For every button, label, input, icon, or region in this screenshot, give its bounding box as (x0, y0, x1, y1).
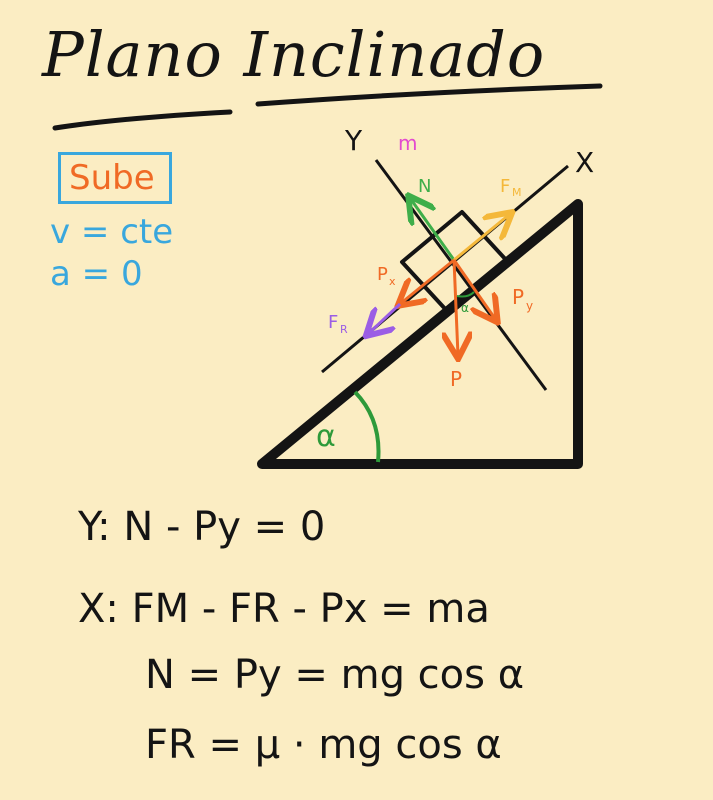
sube-box: Sube (58, 152, 172, 204)
base-angle-arc (353, 390, 381, 463)
weight-label: P (450, 367, 462, 391)
direction-label: Sube (69, 158, 155, 198)
friction-force-label: F (328, 312, 338, 333)
y-axis-label: Y (344, 124, 363, 157)
base-angle-label: α (316, 419, 336, 454)
normal-force-label: N (418, 176, 431, 197)
y-axis-line (374, 159, 548, 391)
friction-force-sub: R (340, 323, 348, 336)
incline-triangle (257, 199, 583, 469)
equation-x-row: X: FM - FR - Px = ma (78, 586, 490, 632)
equation-x: FM - FR - Px = ma (131, 586, 490, 632)
equation-x-prefix: X: (78, 586, 119, 632)
equation-y-row: Y: N - Py = 0 (78, 504, 325, 550)
weight-x-sub: x (389, 275, 396, 288)
page-title: Plano Inclinado (42, 18, 546, 91)
equation-y: N - Py = 0 (123, 504, 326, 550)
equation-friction: FR = μ · mg cos α (145, 722, 502, 768)
weight-x-label: P (377, 264, 388, 285)
acceleration-condition: a = 0 (50, 254, 143, 294)
weight-y-label: P (512, 285, 524, 309)
motor-force-label: F (500, 176, 510, 197)
weight-angle-arc (456, 291, 475, 298)
equation-normal: N = Py = mg cos α (145, 652, 525, 698)
weight-y-arrow (452, 259, 496, 320)
motor-force-sub: M (512, 186, 522, 199)
normal-force-arrow (410, 198, 456, 261)
weight-x-arrow (400, 258, 455, 304)
mass-label: m (398, 131, 417, 155)
friction-force-arrow (368, 302, 402, 334)
block (400, 210, 510, 314)
velocity-condition: v = cte (50, 212, 174, 252)
x-axis-label: X (575, 146, 594, 179)
weight-y-sub: y (526, 299, 533, 313)
equation-y-prefix: Y: (78, 504, 111, 550)
motor-force-arrow (453, 214, 510, 262)
weight-arrow (454, 259, 458, 356)
weight-angle-label: α (461, 301, 469, 315)
